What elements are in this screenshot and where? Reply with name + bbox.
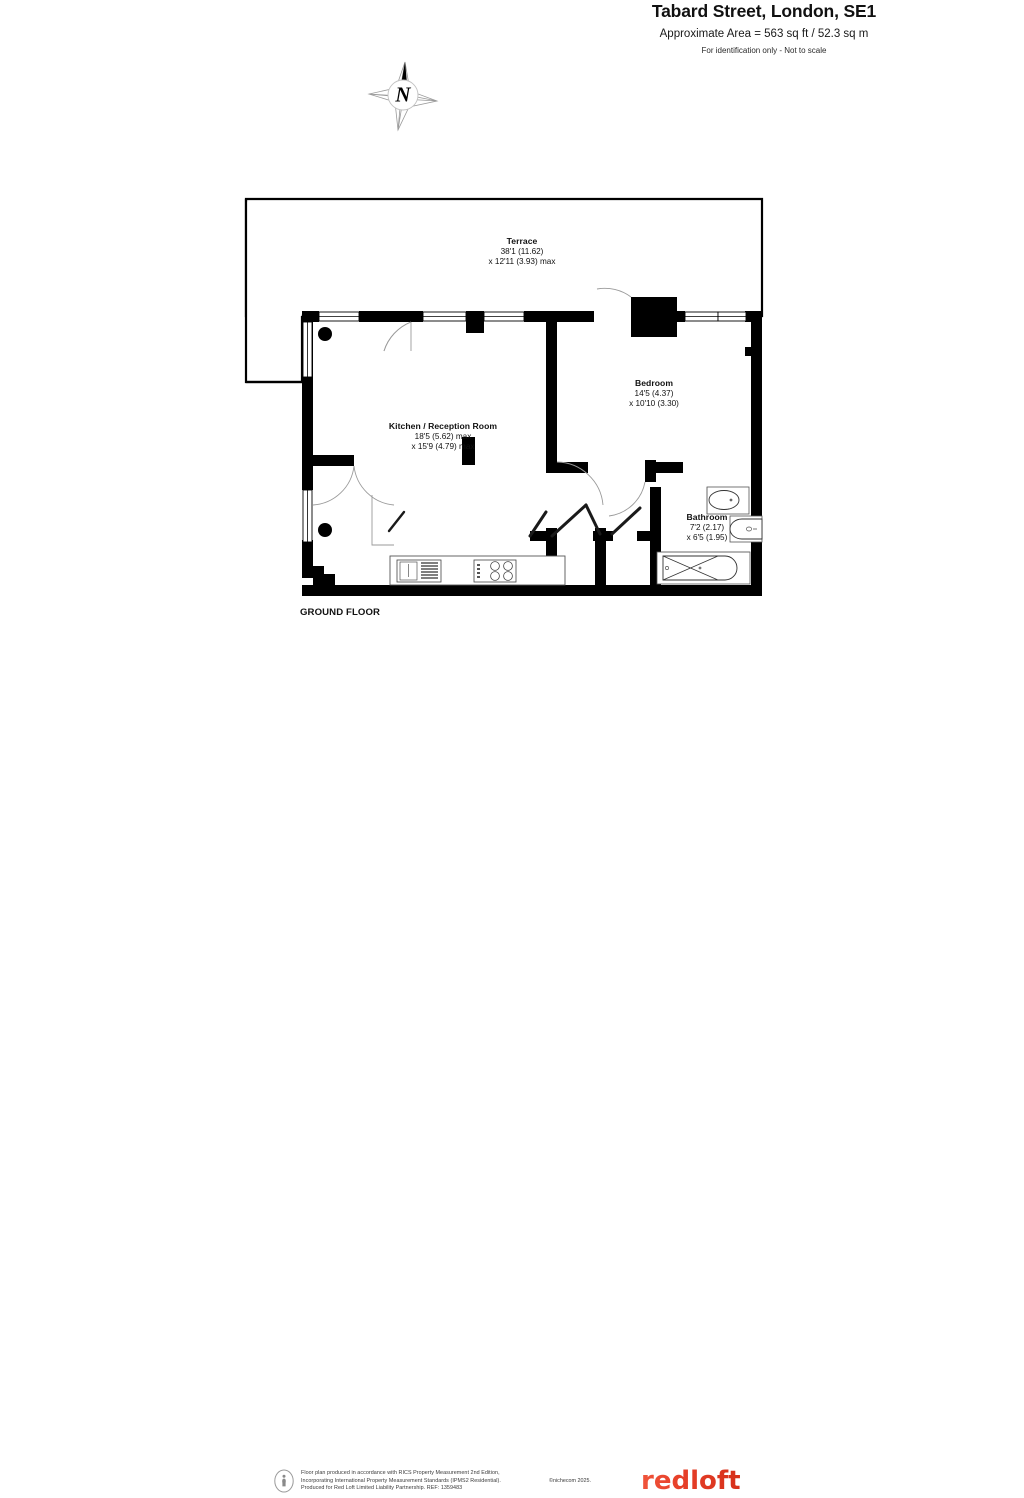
- room-name-bathroom: Bathroom: [686, 512, 728, 522]
- exterior-walls: [302, 297, 762, 596]
- footer-line-1: Floor plan produced in accordance with R…: [301, 1470, 500, 1476]
- room-dim-terrace-2: x 12'11 (3.93) max: [488, 257, 556, 266]
- door-leaf-hall: [528, 510, 548, 538]
- room-dim-kitchen-1: 18'5 (5.62) max: [414, 431, 472, 441]
- kitchen-hob-icon: [473, 559, 517, 583]
- window-left-upper: [302, 321, 313, 378]
- room-name-bedroom: Bedroom: [634, 378, 674, 388]
- approximate-area: Approximate Area = 563 sq ft / 52.3 sq m: [659, 28, 869, 40]
- room-dim-terrace-1: 38'1 (11.62): [500, 246, 544, 256]
- door-swing-kitchen-entry: [312, 465, 355, 506]
- room-dim-kitchen-2: x 15'9 (4.79) max: [411, 442, 475, 451]
- room-dim-bathroom-2: x 6'5 (1.95): [686, 533, 728, 542]
- floor-level-label: GROUND FLOOR: [300, 607, 381, 618]
- room-name-kitchen-reception: Kitchen / Reception Room: [388, 421, 498, 431]
- door-swing-bathroom: [608, 481, 646, 517]
- door-leaf-cupboard-3: [610, 506, 642, 536]
- door-leaf-cupboard-2: [584, 503, 602, 536]
- room-name-terrace: Terrace: [506, 236, 538, 246]
- bathroom-basin-icon: [729, 515, 763, 543]
- kitchen-sink-icon: [396, 559, 442, 583]
- column-marker-lower: [318, 523, 332, 537]
- door-swing-hall: [353, 465, 395, 506]
- room-dim-bathroom-1: 7'2 (2.17): [689, 522, 725, 532]
- bathroom-toilet-icon: [706, 486, 750, 515]
- terrace-outline: [244, 197, 764, 384]
- flat-floor-fill: [302, 313, 762, 596]
- compass-north-label: N: [394, 83, 411, 107]
- disclaimer-text: For identification only - Not to scale: [701, 46, 827, 55]
- window-bedroom-north-a: [684, 311, 719, 322]
- copyright-text: ©nichecom 2025.: [549, 1477, 592, 1484]
- window-bedroom-north-b: [717, 311, 747, 322]
- header: Tabard Street, London, SE1 Approximate A…: [0, 0, 1024, 56]
- room-label-bathroom: Bathroom 7'2 (2.17) x 6'5 (1.95): [645, 512, 769, 544]
- room-label-bedroom: Bedroom 14'5 (4.37) x 10'10 (3.30): [588, 378, 720, 410]
- window-left-lower: [302, 489, 313, 543]
- redloft-wordmark: redloft: [641, 1466, 741, 1495]
- window-kitchen-north-a: [318, 311, 360, 322]
- door-leaf-cupboard-kitchen: [387, 510, 406, 533]
- room-label-terrace: Terrace 38'1 (11.62) x 12'11 (3.93) max: [440, 236, 604, 268]
- column-marker-upper: [318, 327, 332, 341]
- door-leaf-cupboard-1: [550, 503, 588, 538]
- bathroom-bathtub-icon: [656, 551, 751, 585]
- room-dim-bedroom-1: 14'5 (4.37): [634, 388, 674, 398]
- room-dim-bedroom-2: x 10'10 (3.30): [629, 399, 679, 408]
- door-swing-terrace-bedroom: [596, 287, 632, 298]
- redloft-logo[interactable]: redloft: [641, 1465, 751, 1495]
- footer-line-3: Produced for Red Loft Limited Liability …: [301, 1485, 463, 1492]
- room-label-kitchen-reception: Kitchen / Reception Room 18'5 (5.62) max…: [340, 421, 546, 453]
- window-kitchen-north-c: [483, 311, 525, 322]
- floorplan-drawing: [0, 0, 1024, 700]
- compass-rose-icon: N: [365, 58, 441, 134]
- cupboard-left: [371, 495, 394, 546]
- info-icon: [273, 1469, 295, 1493]
- kitchen-column-block: [462, 437, 475, 465]
- page-title: Tabard Street, London, SE1: [651, 1, 877, 21]
- window-kitchen-north-b: [422, 311, 467, 322]
- footer: Floor plan produced in accordance with R…: [0, 730, 1024, 1495]
- door-swing-bedroom: [556, 461, 604, 506]
